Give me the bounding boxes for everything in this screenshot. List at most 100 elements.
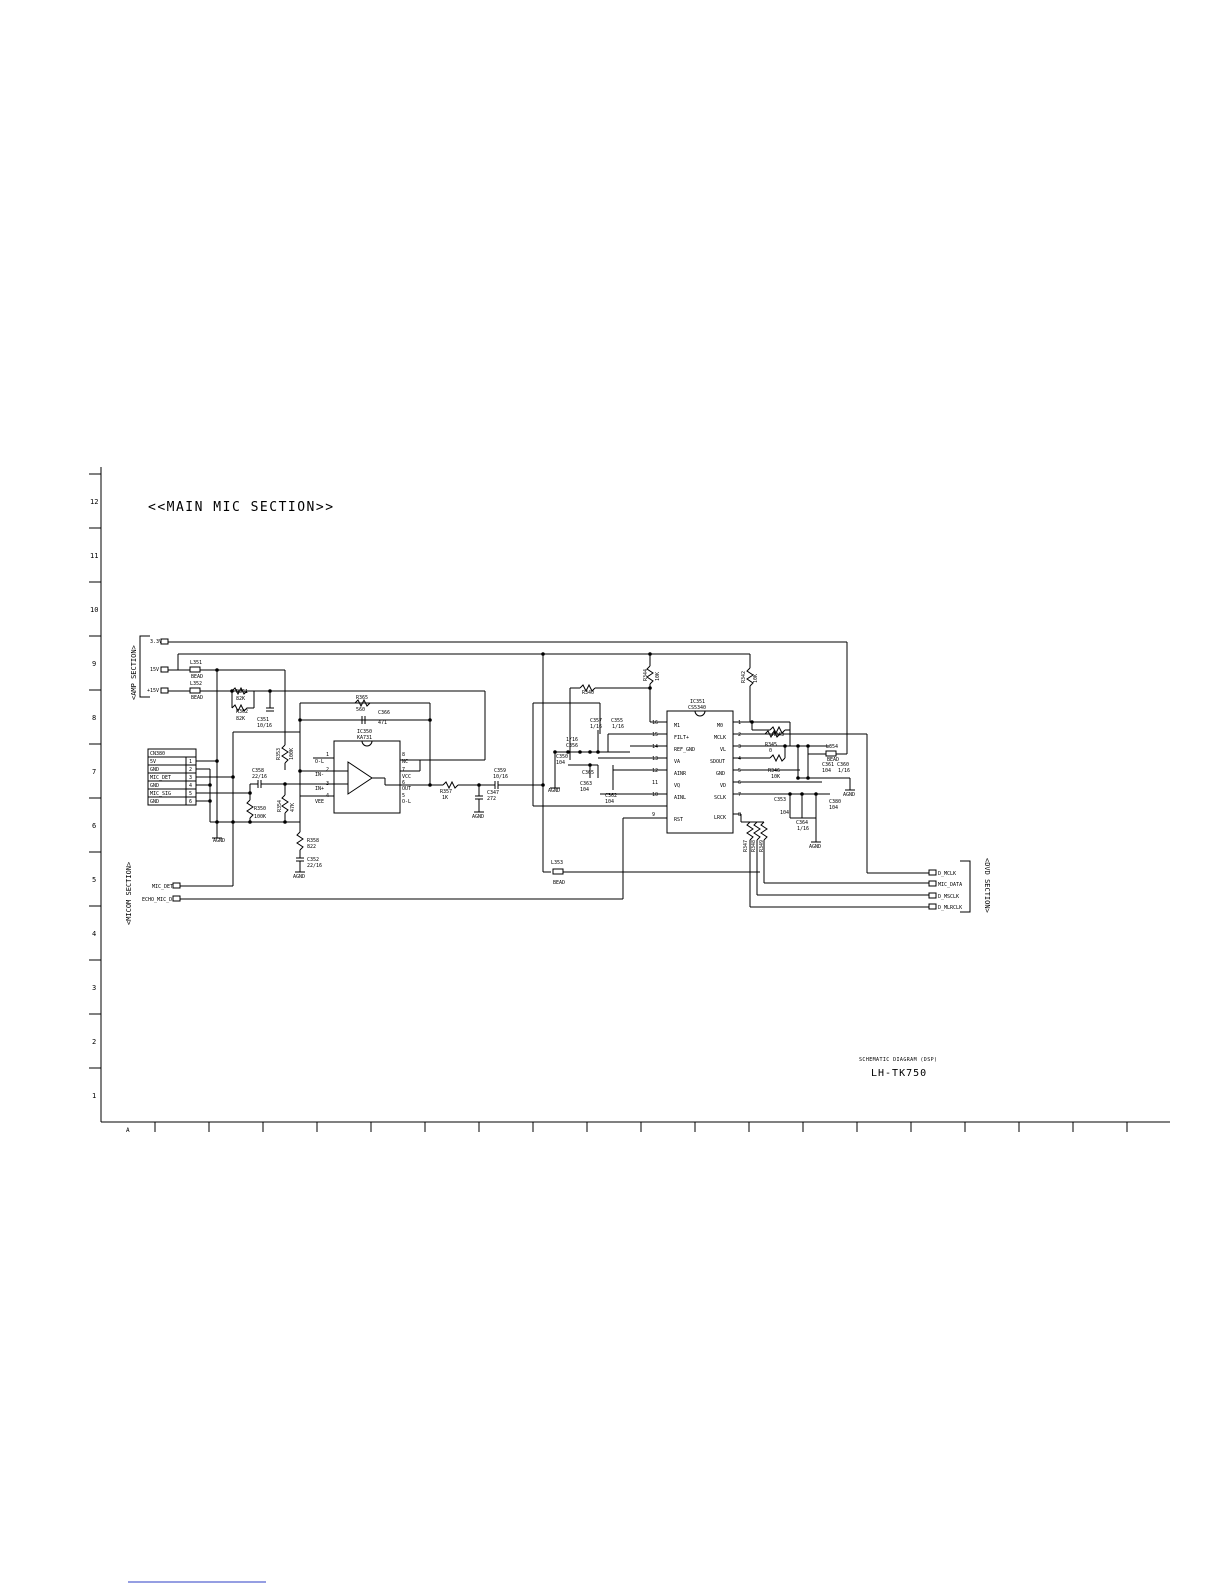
resistor-r358: R358 822 — [296, 831, 319, 851]
svg-text:100K: 100K — [254, 814, 266, 820]
svg-text:O-L: O-L — [315, 759, 324, 765]
svg-text:IC350: IC350 — [357, 729, 372, 735]
svg-text:GND: GND — [150, 799, 159, 805]
tick-label: 12 — [90, 498, 98, 506]
diagram-caption: SCHEMATIC DIAGRAM (DSP) — [859, 1057, 937, 1063]
svg-text:8: 8 — [402, 752, 405, 758]
resistor-r346: R346 10K — [768, 746, 786, 780]
svg-text:9: 9 — [652, 812, 655, 818]
tick-label: 3 — [92, 984, 96, 992]
svg-text:47K: 47K — [290, 803, 296, 812]
svg-text:C364: C364 — [796, 820, 808, 826]
svg-text:R340: R340 — [582, 690, 594, 696]
svg-text:7: 7 — [738, 792, 741, 798]
svg-text:560: 560 — [356, 707, 365, 713]
dvd-pin-d-msclk: D_MSCLK — [928, 892, 959, 900]
svg-text:AINR: AINR — [674, 771, 687, 777]
resistor-r345: R345 0 — [764, 729, 781, 754]
model-name: LH-TK750 — [871, 1068, 927, 1079]
svg-text:SCLK: SCLK — [714, 795, 726, 801]
svg-text:ECHO_MIC_DET: ECHO_MIC_DET — [142, 897, 178, 903]
svg-text:12: 12 — [652, 768, 658, 774]
svg-text:R365: R365 — [356, 695, 368, 701]
svg-text:1/16: 1/16 — [838, 768, 850, 774]
codec-ic351: IC351 CS5340 16 M1 15 FILT+ 14 REF_GND 1… — [652, 699, 741, 834]
svg-text:R354: R354 — [277, 800, 283, 812]
tick-label: 7 — [92, 768, 96, 776]
svg-text:AGND: AGND — [548, 788, 560, 794]
bottom-tick-label: A — [126, 1127, 130, 1134]
svg-text:82K: 82K — [236, 696, 245, 702]
svg-text:MIC_DET: MIC_DET — [150, 775, 171, 781]
svg-text:C366: C366 — [378, 710, 390, 716]
svg-text:R345: R345 — [765, 742, 777, 748]
svg-text:GND: GND — [716, 771, 725, 777]
section-title: <<MAIN MIC SECTION>> — [148, 500, 335, 515]
svg-text:C350: C350 — [556, 754, 568, 760]
svg-text:AGND: AGND — [472, 814, 484, 820]
svg-text:C365: C365 — [582, 770, 594, 776]
svg-text:IN+: IN+ — [315, 786, 324, 792]
svg-text:15V: 15V — [150, 667, 159, 673]
svg-text:822: 822 — [307, 844, 316, 850]
svg-text:RST: RST — [674, 817, 683, 823]
svg-text:10: 10 — [652, 792, 658, 798]
svg-text:8: 8 — [738, 812, 741, 818]
svg-text:C352: C352 — [307, 857, 319, 863]
svg-text:D_MCLK: D_MCLK — [938, 871, 956, 877]
svg-text:BEAD: BEAD — [553, 880, 565, 886]
resistor-r365: R365 560 — [354, 695, 371, 713]
capacitor-c355: C355 1/16 — [607, 718, 630, 752]
resistor-r361: R361 82K — [231, 686, 248, 702]
resistor-r340: R340 — [570, 683, 650, 696]
capacitor-c364: C364 1/16 — [796, 820, 809, 832]
svg-text:C362: C362 — [605, 793, 617, 799]
svg-text:104: 104 — [822, 768, 831, 774]
svg-text:13: 13 — [652, 756, 658, 762]
tick-label: 9 — [92, 660, 96, 668]
micom-pin-echo-mic-det: ECHO_MIC_DET — [142, 895, 623, 903]
svg-text:KA731: KA731 — [357, 735, 372, 741]
capacitor-c352: C352 22/16 — [296, 857, 322, 872]
svg-text:R343: R343 — [772, 732, 784, 738]
svg-text:3: 3 — [189, 775, 192, 781]
svg-text:14: 14 — [652, 744, 658, 750]
svg-text:5V: 5V — [150, 759, 156, 765]
micom-pin-mic-det: MIC_DET — [152, 882, 233, 890]
svg-text:R349: R349 — [759, 840, 765, 852]
capacitor-c357: C357 1/16 — [590, 718, 602, 752]
svg-text:AGND: AGND — [843, 792, 855, 798]
svg-text:MIC_DET: MIC_DET — [152, 884, 173, 890]
svg-text:C358: C358 — [252, 768, 264, 774]
svg-text:1: 1 — [326, 752, 329, 758]
svg-text:22/16: 22/16 — [307, 863, 322, 869]
svg-text:R361: R361 — [236, 689, 248, 695]
svg-text:2: 2 — [738, 732, 741, 738]
resistor-r357: R357 1K — [440, 780, 459, 801]
svg-text:D_MLRCLK: D_MLRCLK — [938, 905, 962, 911]
svg-text:1/16: 1/16 — [590, 724, 602, 730]
svg-text:3: 3 — [738, 744, 741, 750]
svg-text:AGND: AGND — [809, 844, 821, 850]
tick-label: 5 — [92, 876, 96, 884]
svg-text:11: 11 — [652, 780, 658, 786]
svg-text:272: 272 — [487, 796, 496, 802]
svg-text:M1: M1 — [674, 723, 680, 729]
svg-text:6: 6 — [402, 780, 405, 786]
svg-text:4: 4 — [189, 783, 192, 789]
svg-text:10K: 10K — [771, 774, 780, 780]
bottom-ruler-ticks — [154, 1122, 1128, 1132]
svg-text:10K: 10K — [753, 674, 759, 683]
dvd-section-label: <DVD SECTION> — [983, 858, 991, 913]
svg-text:BEAD: BEAD — [191, 674, 203, 680]
svg-text:C359: C359 — [494, 768, 506, 774]
svg-text:104: 104 — [580, 787, 589, 793]
svg-text:R353: R353 — [276, 748, 282, 760]
capacitor-c366: C366 471 — [361, 710, 390, 726]
svg-text:4: 4 — [738, 756, 741, 762]
svg-text:100K: 100K — [289, 748, 295, 760]
svg-text:R348: R348 — [751, 840, 757, 852]
amp-pin-15v: 15V — [150, 666, 190, 673]
capacitor-c350: C350 104 — [556, 754, 568, 766]
svg-text:10/16: 10/16 — [257, 723, 272, 729]
